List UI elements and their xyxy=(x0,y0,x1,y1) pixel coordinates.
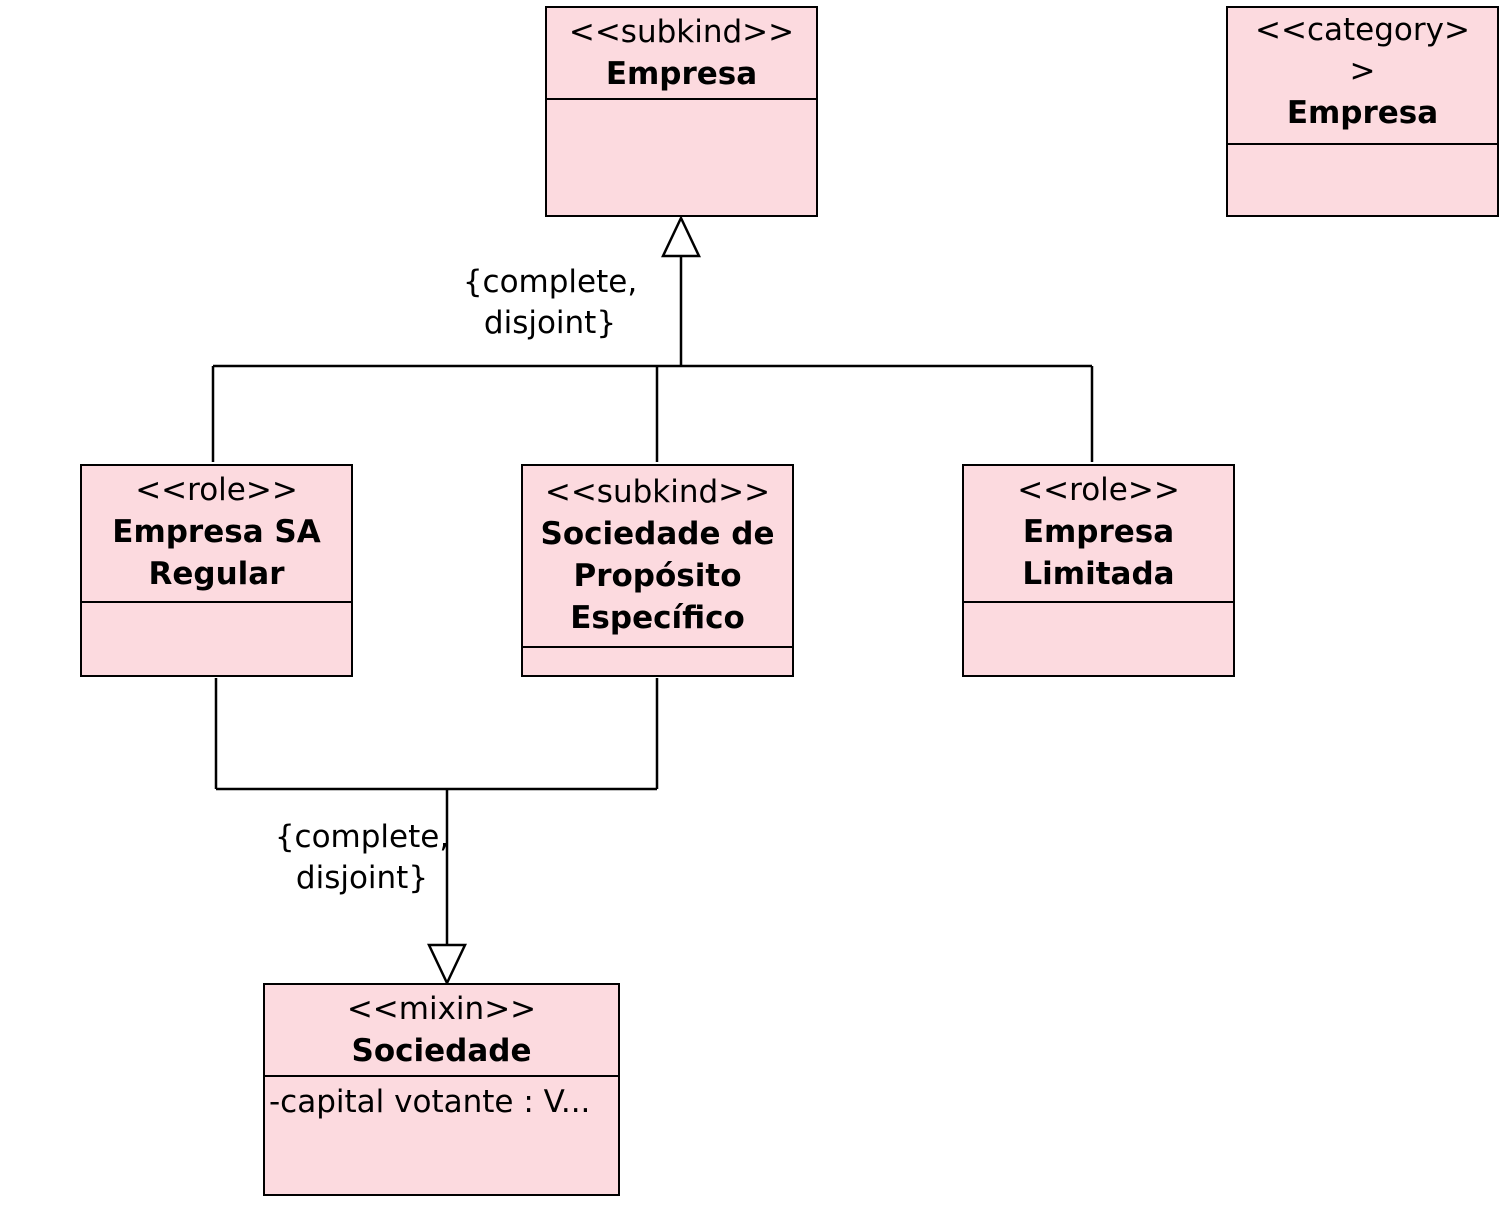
class-header: <<category> > Empresa xyxy=(1228,8,1497,145)
generalization-set-constraint-sociedade: {complete, disjoint} xyxy=(264,817,460,899)
stereotype-label: <<role>> xyxy=(135,472,298,508)
class-name: Empresa Limitada xyxy=(1022,514,1175,592)
class-header: <<subkind>> Empresa xyxy=(547,8,816,100)
stereotype-label: <<category> xyxy=(1255,12,1470,48)
class-empresa-sa-regular[interactable]: <<role>> Empresa SA Regular xyxy=(80,464,353,677)
generalization-set-constraint-empresa: {complete, disjoint} xyxy=(452,262,648,344)
class-name: Sociedade de Propósito Específico xyxy=(540,516,775,636)
stereotype-label-wrap: > xyxy=(1349,53,1376,89)
class-header: <<role>> Empresa Limitada xyxy=(964,466,1233,603)
class-name: Empresa xyxy=(1286,95,1439,131)
class-empresa-limitada[interactable]: <<role>> Empresa Limitada xyxy=(962,464,1235,677)
class-header: <<role>> Empresa SA Regular xyxy=(82,466,351,603)
attributes-compartment: -capital votante : V... xyxy=(265,1077,618,1123)
constraint-line: disjoint} xyxy=(483,305,617,341)
stereotype-label: <<subkind>> xyxy=(568,14,795,50)
class-sociedade[interactable]: <<mixin>> Sociedade -capital votante : V… xyxy=(263,983,620,1196)
attribute-capital-votante: -capital votante : V... xyxy=(269,1084,591,1120)
class-name: Sociedade xyxy=(351,1033,532,1069)
class-name: Empresa SA Regular xyxy=(112,514,321,592)
class-header: <<mixin>> Sociedade xyxy=(265,985,618,1077)
stereotype-label: <<role>> xyxy=(1017,472,1180,508)
class-header: <<subkind>> Sociedade de Propósito Espec… xyxy=(523,466,792,648)
class-empresa-category[interactable]: <<category> > Empresa xyxy=(1226,6,1499,217)
class-sociedade-proposito-especifico[interactable]: <<subkind>> Sociedade de Propósito Espec… xyxy=(521,464,794,677)
constraint-line: {complete, xyxy=(462,264,638,300)
constraint-line: {complete, xyxy=(274,819,450,855)
stereotype-label: <<mixin>> xyxy=(346,991,537,1027)
generalization-arrowhead-empresa xyxy=(661,215,701,258)
generalization-arrowhead-sociedade xyxy=(427,943,467,986)
constraint-line: disjoint} xyxy=(295,860,429,896)
class-name: Empresa xyxy=(605,56,758,92)
class-empresa[interactable]: <<subkind>> Empresa xyxy=(545,6,818,217)
stereotype-label: <<subkind>> xyxy=(544,474,771,510)
